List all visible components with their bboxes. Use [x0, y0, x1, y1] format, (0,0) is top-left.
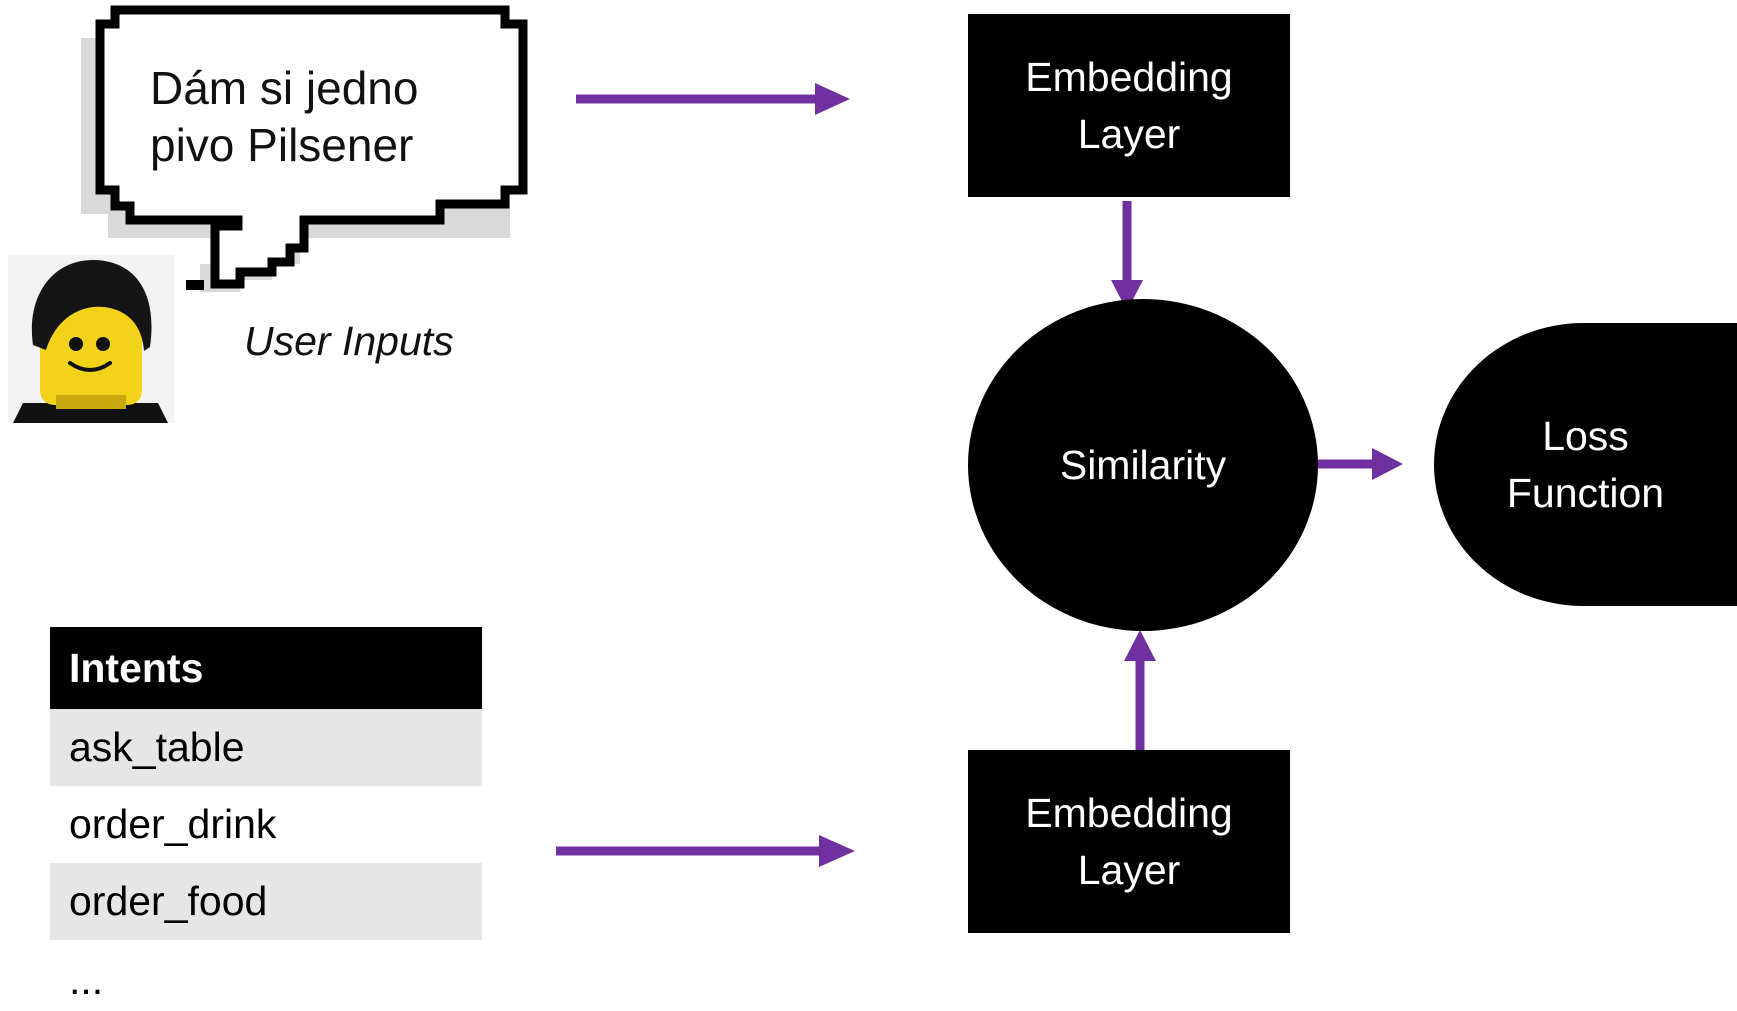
- loss-line1: Loss: [1542, 412, 1629, 459]
- intents-table-header: Intents: [50, 627, 482, 709]
- embedding-layer-bottom: Embedding Layer: [968, 750, 1290, 933]
- embedding-layer-top: Embedding Layer: [968, 14, 1290, 197]
- user-avatar-icon: [8, 255, 174, 423]
- speech-line-1: Dám si jedno: [150, 62, 419, 114]
- loss-line2: Function: [1506, 469, 1665, 516]
- intents-more-ellipsis: ...: [69, 957, 104, 1003]
- speech-line-2: pivo Pilsener: [150, 119, 414, 171]
- similarity-label: Similarity: [1059, 441, 1227, 488]
- embedding-top-line2: Layer: [1077, 110, 1181, 157]
- arrow-similarity-to-loss: [1318, 448, 1403, 480]
- intents-table: Intents ask_table order_drink order_food: [50, 627, 482, 940]
- embedding-top-line1: Embedding: [1025, 53, 1233, 100]
- embedding-bottom-line2: Layer: [1077, 846, 1181, 893]
- speech-bubble-text: Dám si jedno pivo Pilsener: [150, 60, 490, 174]
- loss-function-node: Loss Function: [1434, 323, 1737, 606]
- intent-row-order-drink: order_drink: [69, 801, 277, 847]
- similarity-node: Similarity: [968, 299, 1318, 631]
- intent-row-order-food: order_food: [50, 863, 482, 940]
- user-inputs-label: User Inputs: [244, 318, 454, 364]
- arrow-embedding-bottom-to-similarity: [1124, 630, 1156, 750]
- arrow-embedding-top-to-similarity: [1111, 201, 1143, 311]
- embedding-bottom-line1: Embedding: [1025, 789, 1233, 836]
- intent-row-ask-table: ask_table: [50, 709, 482, 786]
- arrow-speech-to-embedding-top: [576, 83, 850, 115]
- arrow-intents-to-embedding-bottom: [556, 835, 855, 867]
